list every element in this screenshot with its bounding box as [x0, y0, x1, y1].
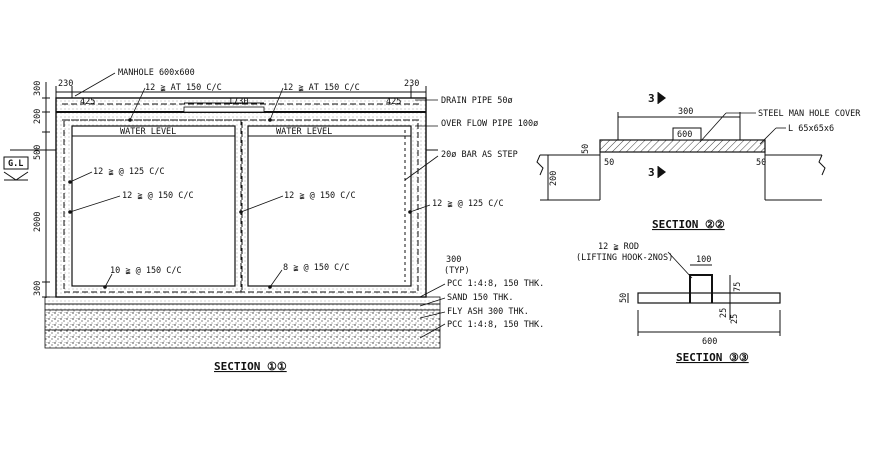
manhole-cover-slab — [599, 139, 766, 153]
pcc-bottom-layer — [44, 329, 441, 349]
drain-pipe-label: DRAIN PIPE 50ø — [441, 96, 513, 106]
section-marker-bottom-arrow — [658, 166, 666, 178]
section-3-3-labels: 12 ≩ ROD (LIFTING HOOK-2NOS) 100 75 50 2… — [576, 242, 749, 364]
dim-top-425-right: 425 — [386, 97, 401, 107]
section-2-2-labels: 3 3 300 600 200 50 50 50 STEEL MAN HOLE … — [549, 92, 861, 231]
dim-75: 75 — [733, 282, 743, 292]
sand-label: SAND 150 THK. — [447, 293, 514, 303]
tank-chamber-right — [247, 125, 412, 287]
manhole-label: MANHOLE 600x600 — [118, 68, 195, 78]
dim-50: 50 — [619, 293, 629, 303]
typ-label: (TYP) — [444, 266, 470, 276]
dim-50-right: 50 — [756, 158, 766, 168]
rebar-mid-right-label: 12 ≩ @ 150 C/C — [284, 191, 356, 201]
marker-bottom-num: 3 — [648, 166, 655, 179]
pcc-bottom-label: PCC 1:4:8, 150 THK. — [447, 320, 544, 330]
rod-label: 12 ≩ ROD — [598, 242, 639, 252]
dim-left-300-top: 300 — [33, 81, 43, 96]
rebar-bottom-right-label: 8 ≩ @ 150 C/C — [283, 263, 350, 273]
leaders-section-1-1 — [69, 72, 446, 339]
dim-top-230-left: 230 — [58, 79, 73, 89]
fly-ash-layer — [44, 309, 441, 331]
rebar-wall-left-label: 12 ≩ @ 125 C/C — [93, 167, 165, 177]
marker-top-num: 3 — [648, 92, 655, 105]
dim-top-230-right: 230 — [404, 79, 419, 89]
sand-layer — [44, 303, 441, 311]
fly-ash-label: FLY ASH 300 THK. — [447, 307, 529, 317]
dim-50-left: 50 — [581, 144, 591, 154]
rebar-wall-right-label: 12 ≩ @ 125 C/C — [432, 199, 504, 209]
section-1-1 — [3, 72, 446, 349]
manhole-opening — [183, 106, 265, 113]
tank-chamber-left — [71, 125, 236, 287]
dim-100: 100 — [696, 255, 711, 265]
angle-label: L 65x65x6 — [788, 124, 834, 134]
lifting-label: (LIFTING HOOK-2NOS) — [576, 253, 673, 263]
rebar-top-right-label: 12 ≩ AT 150 C/C — [283, 83, 360, 93]
overflow-pipe-label: OVER FLOW PIPE 100ø — [441, 119, 538, 129]
section-1-1-title: SECTION ①① — [214, 360, 287, 373]
dim-left-200: 200 — [33, 109, 43, 124]
section-3-3-title: SECTION ③③ — [676, 351, 749, 364]
rebar-mid-left-label: 12 ≩ @ 150 C/C — [122, 191, 194, 201]
gl-label: G.L — [8, 159, 23, 169]
dim-left-2000: 2000 — [33, 212, 43, 232]
water-level-right-label: WATER LEVEL — [276, 127, 332, 137]
cover-plate — [637, 292, 781, 304]
section-2-2-title: SECTION ②② — [652, 218, 725, 231]
gl-marker — [3, 156, 29, 170]
dim-25a: 25 — [719, 308, 729, 318]
section-1-1-labels: 300 200 500 2000 300 230 425 1730 425 23… — [8, 68, 544, 373]
dim-300: 300 — [678, 107, 693, 117]
lifting-hook — [689, 274, 713, 303]
rebar-bottom-left-label: 10 ≩ @ 150 C/C — [110, 266, 182, 276]
rebar-top-left-label: 12 ≩ AT 150 C/C — [145, 83, 222, 93]
dim-left-500: 500 — [33, 145, 43, 160]
dim-200: 200 — [549, 171, 559, 186]
dim-25b: 25 — [730, 314, 740, 324]
pcc-top-label: PCC 1:4:8, 150 THK. — [447, 279, 544, 289]
typ-dim-label: 300 — [446, 255, 461, 265]
dim-top-425-left: 425 — [80, 97, 95, 107]
bar-step-label: 20ø BAR AS STEP — [441, 150, 518, 160]
cover-handle — [672, 127, 702, 141]
section-3-3 — [627, 251, 781, 336]
dim-50-mid: 50 — [604, 158, 614, 168]
water-level-left-label: WATER LEVEL — [120, 127, 176, 137]
pcc-top-layer — [44, 296, 441, 305]
dim-600: 600 — [677, 130, 692, 140]
section-marker-top-arrow — [658, 92, 666, 104]
dim-left-300-bottom: 300 — [33, 281, 43, 296]
section-2-2 — [536, 92, 826, 201]
dim-top-1730: 1730 — [228, 97, 248, 107]
dim-600-33: 600 — [702, 337, 717, 347]
cover-label: STEEL MAN HOLE COVER — [758, 109, 861, 119]
